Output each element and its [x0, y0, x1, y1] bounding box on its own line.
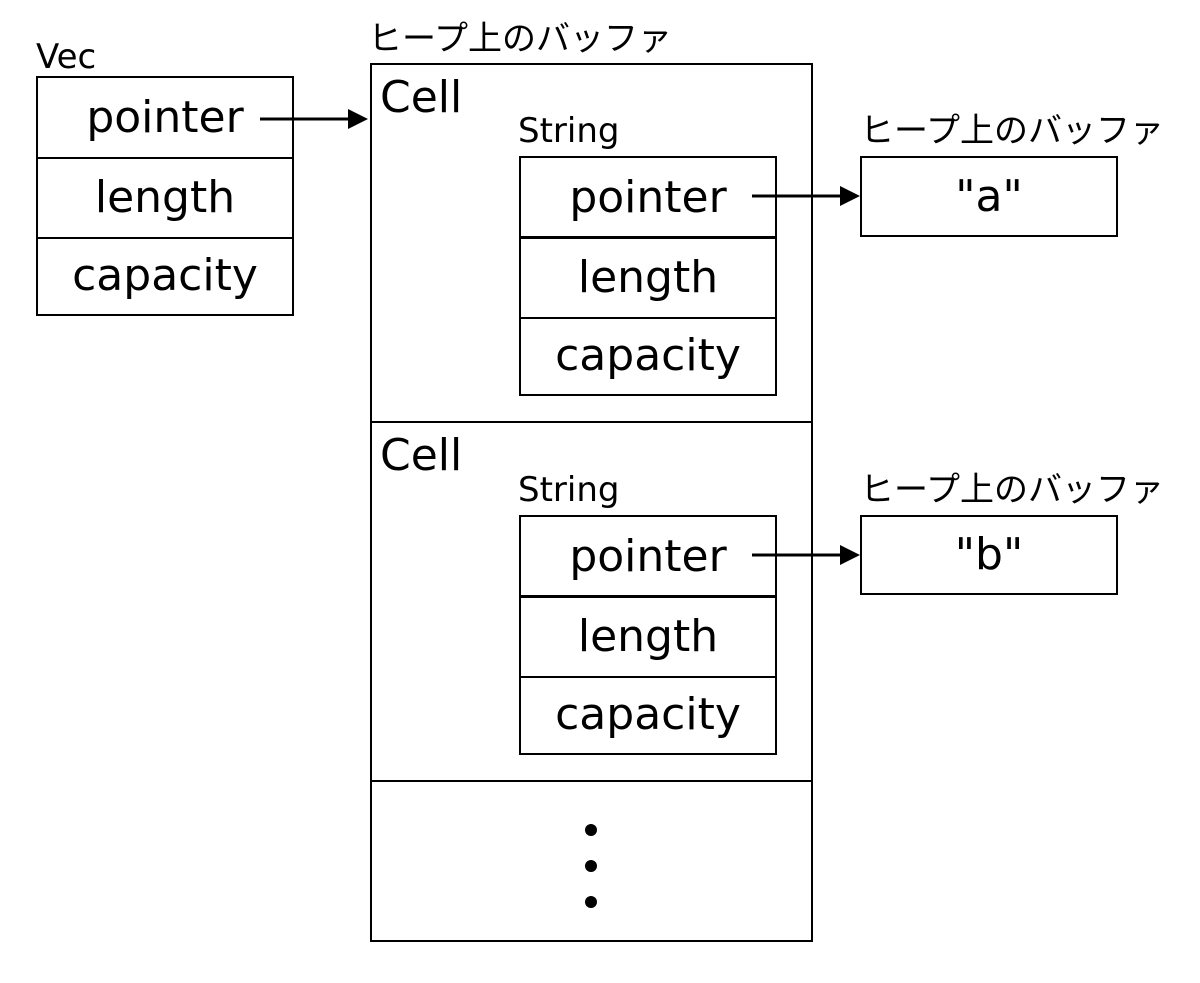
vec-field-length: length — [94, 171, 236, 223]
cell-divider-2 — [370, 780, 813, 782]
string-buffer-title-1: ヒープ上のバッファ — [860, 111, 1164, 151]
cell-divider-1 — [370, 421, 813, 423]
string-1-divider-2 — [521, 317, 775, 319]
string-2-field-pointer: pointer — [569, 530, 727, 582]
string-buffer-value-2: "b" — [954, 529, 1024, 580]
ellipsis-dot-2 — [585, 860, 597, 872]
string-2-field-capacity: capacity — [555, 689, 741, 740]
arrow-string1-to-buffer — [752, 186, 860, 206]
cell-label-2: Cell — [380, 430, 463, 481]
string-buffer-box-2: "b" — [860, 515, 1118, 595]
vec-divider-2 — [38, 237, 292, 239]
cell-label-1: Cell — [380, 72, 463, 123]
more-cells-indicator: ⋮ — [370, 782, 813, 940]
string-box-2: pointer length capacity — [519, 515, 777, 755]
string-1-field-length: length — [577, 252, 719, 303]
string-label-2: String — [518, 470, 620, 510]
string-buffer-box-1: "a" — [860, 156, 1118, 237]
string-buffer-title-2: ヒープ上のバッファ — [860, 470, 1164, 510]
string-buffer-value-1: "a" — [955, 170, 1023, 222]
vec-field-capacity: capacity — [72, 250, 258, 301]
string-box-1: pointer length capacity — [519, 156, 777, 396]
string-1-field-capacity: capacity — [555, 330, 741, 381]
string-1-field-pointer: pointer — [569, 171, 727, 223]
vec-divider-1 — [38, 157, 292, 159]
vec-title: Vec — [36, 37, 97, 77]
string-2-divider-2 — [521, 676, 775, 678]
arrow-string2-to-buffer — [752, 545, 860, 565]
string-2-divider-1 — [521, 595, 775, 598]
string-1-divider-1 — [521, 236, 775, 239]
ellipsis-dot-1 — [585, 824, 597, 836]
string-2-field-length: length — [577, 611, 719, 662]
vec-field-pointer: pointer — [86, 91, 244, 143]
ellipsis-dot-3 — [585, 896, 597, 908]
arrow-vec-to-heap — [260, 109, 368, 129]
heap-buffer-title: ヒープ上のバッファ — [368, 19, 672, 59]
string-label-1: String — [518, 111, 620, 151]
vec-box: pointer length capacity — [36, 76, 294, 316]
